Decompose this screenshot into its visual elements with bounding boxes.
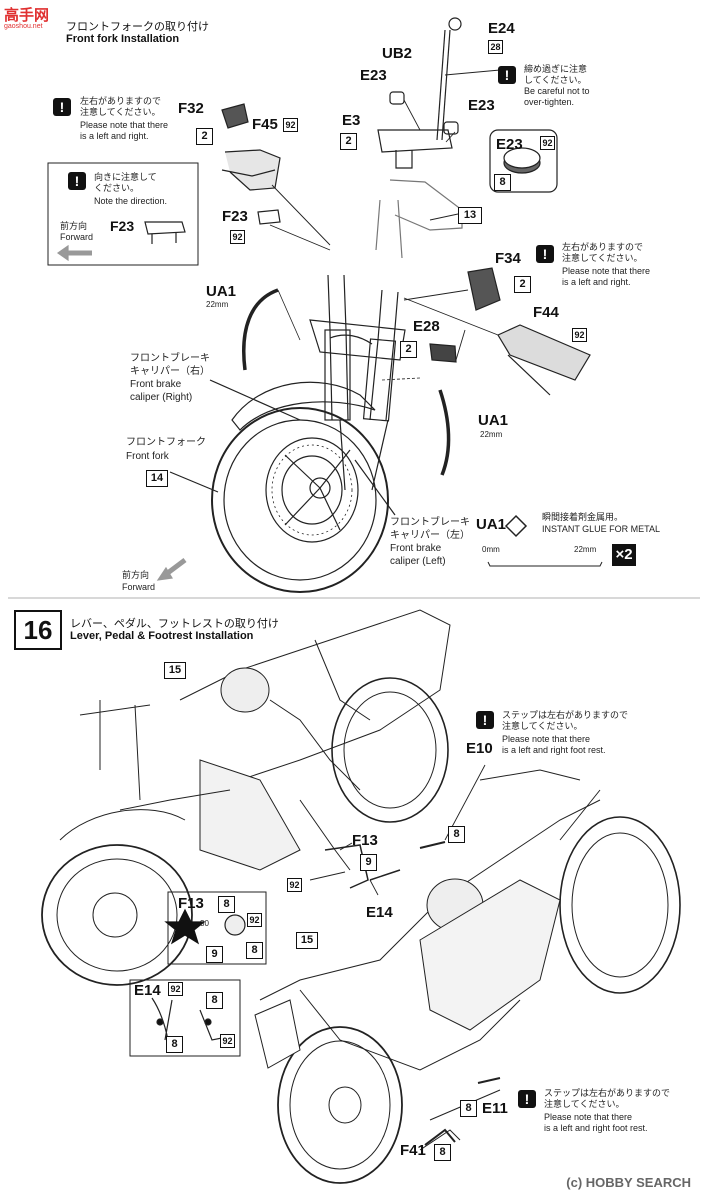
e11-note-en: Please note that there is a left and rig…: [544, 1112, 648, 1133]
runner-number: 9: [360, 854, 377, 871]
part-label-e28: E28: [413, 318, 440, 335]
glue-en: INSTANT GLUE FOR METAL: [542, 524, 661, 534]
runner-number: 8: [448, 826, 465, 843]
watermark-subtitle: gaoshou.net: [4, 23, 43, 30]
direction-forward-en: Forward: [60, 232, 94, 242]
glue-part-ua1: UA1: [476, 516, 507, 533]
runner-number: 8: [460, 1100, 477, 1117]
runner-number: 92: [572, 328, 587, 342]
runner-number: 92: [247, 913, 262, 927]
part-label-f32: F32: [178, 100, 204, 117]
runner-number: 8: [206, 992, 223, 1009]
hose-length: 22mm: [206, 300, 229, 309]
step-ref-14: 14: [146, 470, 168, 487]
runner-number: 28: [488, 40, 503, 54]
runner-number: 2: [340, 133, 357, 150]
part-label-ub2: UB2: [382, 45, 413, 62]
step-ref-13: 13: [458, 207, 482, 224]
caution-icon: !: [53, 98, 71, 116]
top-note-en: Be careful not to over-tighten.: [524, 86, 590, 107]
step-ref-15: 15: [296, 932, 318, 949]
direction-note-en: Note the direction.: [94, 196, 168, 206]
caution-icon: !: [536, 245, 554, 263]
caution-icon: !: [518, 1090, 536, 1108]
part-label-e23: E23: [468, 97, 495, 114]
part-label-e11: E11: [482, 1100, 508, 1117]
runner-number: 9: [206, 946, 223, 963]
forward-jp: 前方向: [122, 570, 150, 580]
runner-number: 8: [434, 1144, 451, 1161]
part-label-e10: E10: [466, 740, 493, 757]
e10-note-jp: ステップは左右がありますので 注意してください。: [502, 710, 629, 731]
step-number: 16: [14, 610, 62, 650]
step16-title-en: Lever, Pedal & Footrest Installation: [70, 630, 254, 642]
brake-left-en: Front brake caliper (Left): [390, 543, 446, 567]
part-label-ua1: UA1: [206, 283, 237, 300]
part-label-e23-detail: E23: [496, 136, 523, 153]
left-note-jp: 左右がありますので 注意してください。: [80, 96, 162, 117]
runner-number: 2: [514, 276, 531, 293]
glue-scale-max: 22mm: [574, 545, 597, 554]
runner-number: 8: [246, 942, 263, 959]
part-label-e14: E14: [366, 904, 393, 921]
step15-title-en: Front fork Installation: [66, 33, 180, 45]
right-note-en: Please note that there is a left and rig…: [562, 266, 651, 287]
watermark-hobbysearch: (c) HOBBY SEARCH: [566, 1175, 691, 1190]
runner-number: 92: [168, 982, 183, 996]
part-label-f41: F41: [400, 1142, 426, 1159]
part-label-f13: F13: [352, 832, 378, 849]
caution-icon: !: [476, 711, 494, 729]
brake-right-jp: フロントブレーキ キャリパー（右）: [130, 353, 210, 377]
part-label-f34: F34: [495, 250, 521, 267]
runner-number: 92: [287, 878, 302, 892]
left-note-en: Please note that there is a left and rig…: [80, 120, 169, 141]
part-label-f45: F45: [252, 116, 278, 133]
glue-scale-min: 0mm: [482, 545, 500, 554]
runner-number: 8: [218, 896, 235, 913]
runner-number: 8: [494, 174, 511, 191]
right-note-jp: 左右がありますので 注意してください。: [562, 242, 644, 263]
step16-title-jp: レバー、ペダル、フットレストの取り付け: [70, 618, 279, 630]
runner-number: 92: [230, 230, 245, 244]
part-label-f23-box: F23: [110, 218, 135, 234]
glue-count: ×2: [612, 544, 636, 566]
brake-right-en: Front brake caliper (Right): [130, 379, 193, 403]
runner-number: 92: [220, 1034, 235, 1048]
part-label-e24: E24: [488, 20, 515, 37]
part-label-f23: F23: [222, 208, 248, 225]
direction-note-jp: 向きに注意して ください。: [94, 172, 157, 193]
part-number-30: 30: [200, 919, 209, 928]
e14-detail-label: E14: [134, 982, 161, 999]
hose-length: 22mm: [480, 430, 503, 439]
runner-number: 92: [283, 118, 298, 132]
runner-number: 92: [540, 136, 555, 150]
runner-number: 2: [196, 128, 213, 145]
e10-note-en: Please note that there is a left and rig…: [502, 734, 606, 755]
f13-detail-label: F13: [178, 895, 204, 912]
front-fork-jp: フロントフォーク: [126, 437, 206, 448]
step-ref-15: 15: [164, 662, 186, 679]
part-label-e23: E23: [360, 67, 387, 84]
brake-left-jp: フロントブレーキ キャリパー（左）: [390, 517, 470, 541]
step15-title-jp: フロントフォークの取り付け: [66, 21, 209, 33]
part-label-e3: E3: [342, 112, 361, 129]
caution-icon: !: [68, 172, 86, 190]
top-note-jp: 締め過ぎに注意 してください。: [524, 64, 588, 85]
part-label-f44: F44: [533, 304, 559, 321]
forward-en: Forward: [122, 582, 156, 592]
direction-forward-jp: 前方向: [60, 221, 88, 231]
e11-note-jp: ステップは左右がありますので 注意してください。: [544, 1088, 671, 1109]
runner-number: 8: [166, 1036, 183, 1053]
front-fork-en: Front fork: [126, 451, 169, 462]
runner-number: 2: [400, 341, 417, 358]
part-label-ua1: UA1: [478, 412, 509, 429]
glue-jp: 瞬間接着剤金属用。: [542, 512, 624, 522]
watermark-logo: 高手网 gaoshou.net: [4, 4, 49, 30]
caution-icon: !: [498, 66, 516, 84]
watermark-title: 高手网: [4, 7, 50, 24]
